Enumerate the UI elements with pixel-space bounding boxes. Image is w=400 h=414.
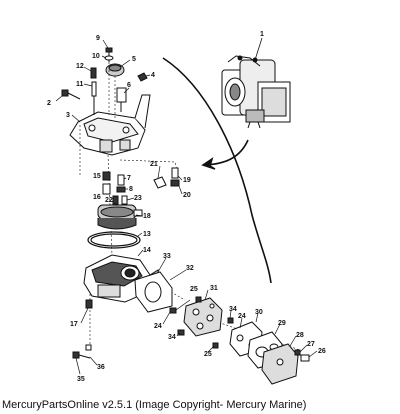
side-screw	[61, 89, 81, 100]
intake-gasket	[134, 271, 173, 313]
callout-25a: 25	[190, 286, 198, 293]
callout-6: 6	[127, 82, 131, 89]
callout-24b: 24	[238, 313, 246, 320]
callout-13: 13	[143, 231, 151, 238]
callout-14: 14	[143, 247, 151, 254]
float-valve-parts	[102, 171, 128, 205]
callout-24a: 24	[154, 323, 162, 330]
callout-17: 17	[70, 321, 78, 328]
callout-34b: 34	[168, 334, 176, 341]
fuel-pump-body	[183, 297, 223, 337]
cover-screw	[104, 47, 114, 62]
callout-30: 30	[255, 309, 263, 316]
callout-1: 1	[260, 31, 264, 38]
callout-10: 10	[92, 53, 100, 60]
callout-34a: 34	[229, 306, 237, 313]
callout-5: 5	[132, 56, 136, 63]
callout-21: 21	[150, 161, 158, 168]
callout-29: 29	[278, 320, 286, 327]
pump-cover	[261, 343, 299, 385]
float-bowl	[83, 254, 161, 303]
callout-labels: 1 2 3 4 5 6 7 8 9 10 11 12 13 14 15 16 1…	[47, 31, 326, 383]
callout-16: 16	[93, 194, 101, 201]
callout-32: 32	[186, 265, 194, 272]
copyright-footer: MercuryPartsOnline v2.5.1 (Image Copyrig…	[2, 399, 307, 411]
callout-2: 2	[47, 100, 51, 107]
needle-parts	[90, 67, 97, 115]
callout-36: 36	[97, 364, 105, 371]
leader-1	[254, 37, 263, 61]
callout-20: 20	[183, 192, 191, 199]
assembled-carburetor	[221, 55, 291, 129]
cap-plug	[137, 72, 148, 82]
assembly-bracket	[162, 57, 272, 284]
leader-lines	[55, 39, 318, 375]
bowl-gasket	[87, 231, 141, 249]
callout-23: 23	[134, 195, 142, 202]
callout-31: 31	[210, 285, 218, 292]
pump-screws	[169, 296, 310, 362]
callout-7: 7	[127, 175, 131, 182]
callout-19: 19	[183, 177, 191, 184]
callout-33: 33	[163, 253, 171, 260]
carburetor-cover	[69, 94, 151, 156]
callout-4: 4	[151, 72, 155, 79]
callout-35: 35	[77, 376, 85, 383]
callout-3: 3	[66, 112, 70, 119]
callout-26: 26	[318, 348, 326, 355]
choke-parts	[153, 167, 180, 189]
callout-27: 27	[307, 341, 315, 348]
callout-28: 28	[296, 332, 304, 339]
callout-8: 8	[129, 186, 133, 193]
float	[97, 204, 143, 230]
callout-9: 9	[96, 35, 100, 42]
callout-15: 15	[93, 173, 101, 180]
callout-11: 11	[76, 81, 84, 88]
jet-holder	[116, 87, 127, 112]
callout-12: 12	[76, 63, 84, 70]
drain-screw	[85, 299, 93, 309]
callout-22: 22	[105, 197, 113, 204]
mounting-screw	[72, 344, 92, 359]
callout-18: 18	[143, 213, 151, 220]
callout-25b: 25	[204, 351, 212, 358]
